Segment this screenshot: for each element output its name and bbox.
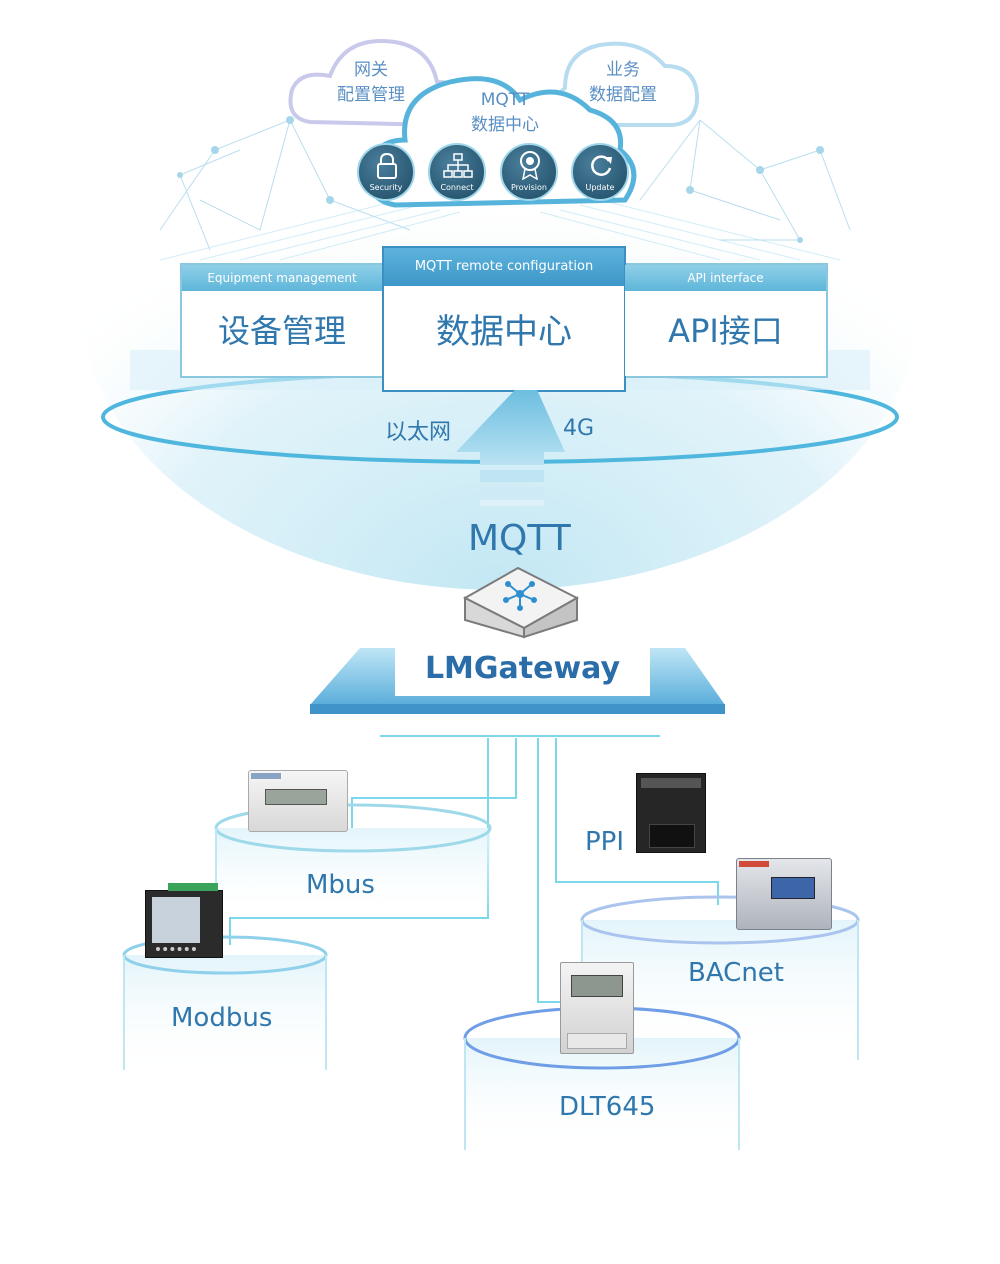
- cloud-business-config: 业务 数据配置: [570, 58, 676, 108]
- panel-api-interface-title: API接口: [668, 312, 783, 350]
- cloud-mqtt-datacenter: MQTT 数据中心: [455, 88, 555, 138]
- device-label-ppi: PPI: [585, 827, 625, 857]
- ppi-plc-label-strip: [641, 778, 701, 788]
- cloud-gateway-config: 网关 配置管理: [318, 58, 424, 108]
- bacnet-controller-device: [736, 858, 832, 930]
- device-label-modbus: Modbus: [171, 1003, 273, 1033]
- cloud-business-config-line1: 业务: [606, 60, 640, 80]
- refresh-icon: [591, 155, 612, 176]
- bacnet-controller-terminal: [739, 861, 769, 867]
- modbus-meter-buttons: [156, 947, 196, 956]
- badge-provision: Provision: [500, 143, 558, 201]
- cloud-mqtt-datacenter-line1: MQTT: [480, 90, 530, 110]
- cloud-gateway-config-line2: 配置管理: [337, 85, 405, 105]
- panel-data-center-header: MQTT remote configuration: [384, 248, 624, 286]
- badge-connect: Connect: [428, 143, 486, 201]
- dlt645-meter-terminal: [567, 1033, 627, 1049]
- mbus-meter-screen: [265, 789, 327, 805]
- panel-equipment-management: Equipment management 设备管理: [182, 265, 382, 376]
- cloud-mqtt-datacenter-line2: 数据中心: [471, 115, 539, 135]
- device-label-mbus: Mbus: [306, 870, 375, 900]
- panel-equipment-management-title: 设备管理: [217, 312, 346, 350]
- device-label-bacnet: BACnet: [688, 958, 784, 988]
- mbus-meter-brand-strip: [251, 773, 281, 779]
- gateway-name: LMGateway: [424, 651, 621, 686]
- ppi-plc-device: [636, 773, 706, 853]
- badge-provision-label: Provision: [510, 183, 547, 192]
- cloud-gateway-config-line1: 网关: [354, 60, 388, 80]
- bacnet-controller-screen: [771, 877, 815, 899]
- cloud-business-config-line2: 数据配置: [589, 85, 657, 105]
- link-ethernet: 以太网: [385, 420, 452, 445]
- dlt645-meter-screen: [571, 975, 623, 997]
- badge-security: Security: [357, 143, 415, 201]
- panel-api-interface-header: API interface: [625, 265, 826, 291]
- modbus-power-meter-device: [145, 883, 223, 958]
- badge-update: Update: [571, 143, 629, 201]
- panel-data-center-title: 数据中心: [436, 312, 572, 352]
- panel-data-center: MQTT remote configuration 数据中心: [384, 248, 624, 390]
- ppi-plc-io-panel: [649, 824, 695, 848]
- award-icon: [520, 151, 540, 180]
- network-icon: [443, 153, 473, 178]
- protocol-label: MQTT: [468, 518, 571, 559]
- badge-update-label: Update: [585, 183, 615, 192]
- modbus-meter-screen: [152, 897, 200, 943]
- device-label-dlt645: DLT645: [559, 1092, 656, 1122]
- panel-api-interface: API interface API接口: [625, 265, 826, 376]
- lock-icon: [377, 152, 397, 179]
- panel-equipment-management-header: Equipment management: [182, 265, 382, 291]
- badge-connect-label: Connect: [440, 183, 474, 192]
- link-4g: 4G: [563, 416, 595, 441]
- badge-security-label: Security: [369, 183, 403, 192]
- mbus-meter-device: [248, 770, 348, 832]
- dlt645-meter-device: [560, 962, 634, 1054]
- modbus-meter-terminal: [168, 883, 218, 891]
